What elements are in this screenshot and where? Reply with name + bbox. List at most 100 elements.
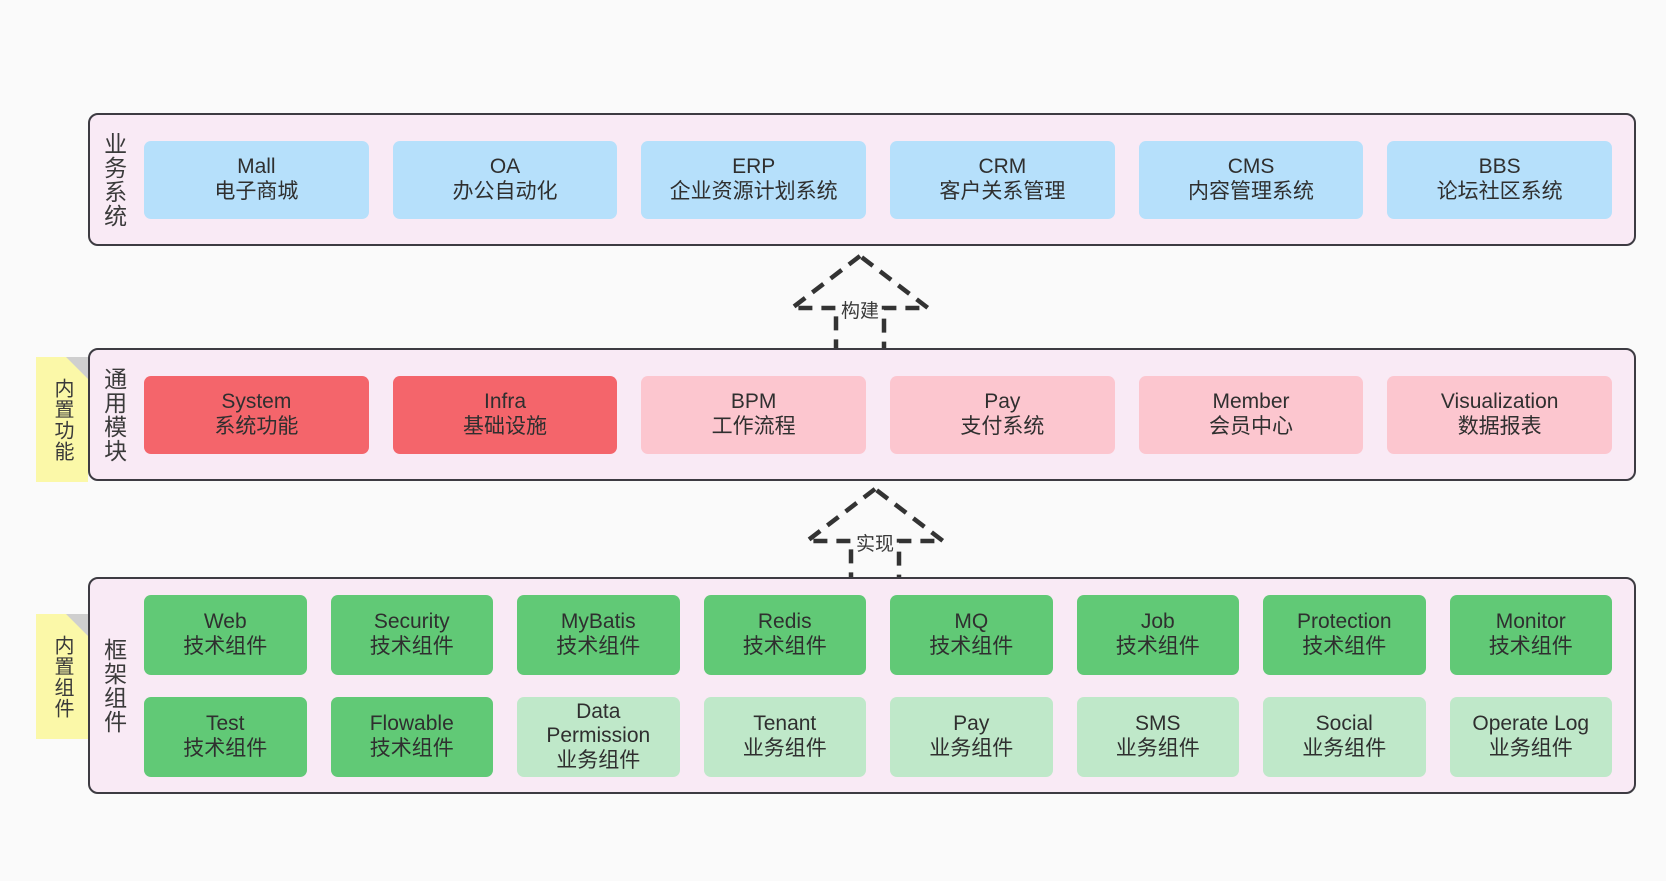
node-erp[interactable]: ERP 企业资源计划系统 [641,140,867,219]
node-security[interactable]: Security 技术组件 [330,594,493,675]
node-subtitle: 技术组件 [742,634,827,658]
node-title: MQ [954,610,989,634]
node-subtitle: 客户关系管理 [939,179,1066,203]
node-title: Protection [1296,610,1392,634]
node-subtitle: 数据报表 [1457,414,1542,438]
node-title: System [221,390,292,414]
node-title: CRM [978,155,1027,179]
node-subtitle: 技术组件 [1488,634,1573,658]
node-subtitle: 电子商城 [214,179,299,203]
node-flowable[interactable]: Flowable 技术组件 [330,696,493,777]
dashed-arrow-up-icon [785,253,935,360]
node-title: MyBatis [560,610,636,634]
connector-label-implement: 实现 [853,529,896,556]
node-title: Redis [757,610,812,634]
node-subtitle: 业务组件 [1302,736,1387,760]
layer-framework-components: 框架组件 Web 技术组件 Security 技术组件 MyBatis 技术组件… [88,577,1636,794]
node-infra[interactable]: Infra 基础设施 [392,375,618,454]
node-subtitle: 业务组件 [1115,736,1200,760]
node-subtitle: 办公自动化 [452,179,558,203]
node-subtitle: 业务组件 [929,736,1014,760]
node-title: CMS [1227,155,1275,179]
node-subtitle: 技术组件 [369,736,454,760]
node-sms[interactable]: SMS 业务组件 [1076,696,1239,777]
layer-general-modules: 通用模块 System 系统功能 Infra 基础设施 BPM 工作流程 Pay… [88,348,1636,481]
note-label: 内置组件 [51,634,73,719]
node-row: Test 技术组件 Flowable 技术组件 Data Permission … [144,696,1612,777]
dashed-arrow-up-icon [800,486,950,593]
node-pay-component[interactable]: Pay 业务组件 [890,696,1053,777]
node-data-permission[interactable]: Data Permission 业务组件 [517,696,680,777]
node-title: Mall [237,155,276,179]
node-subtitle: 技术组件 [929,634,1014,658]
node-web[interactable]: Web 技术组件 [144,594,307,675]
node-subtitle: 企业资源计划系统 [669,179,838,203]
node-test[interactable]: Test 技术组件 [144,696,307,777]
node-monitor[interactable]: Monitor 技术组件 [1449,594,1612,675]
node-title: Visualization [1440,390,1559,414]
connector-label-build: 构建 [838,296,881,323]
node-mq[interactable]: MQ 技术组件 [890,594,1053,675]
node-subtitle: 技术组件 [369,634,454,658]
node-subtitle: 内容管理系统 [1188,179,1315,203]
node-title: SMS [1134,712,1181,736]
node-title: Social [1315,712,1373,736]
node-subtitle: 基础设施 [463,414,547,438]
layer-body-general-modules: System 系统功能 Infra 基础设施 BPM 工作流程 Pay 支付系统… [136,350,1634,479]
node-subtitle: 论坛社区系统 [1436,179,1563,203]
node-subtitle: 技术组件 [1302,634,1387,658]
node-title: BBS [1478,155,1521,179]
node-social[interactable]: Social 业务组件 [1263,696,1426,777]
node-subtitle: 业务组件 [1488,736,1573,760]
node-mall[interactable]: Mall 电子商城 [144,140,369,219]
node-subtitle: 工作流程 [711,414,796,438]
node-title: BPM [730,390,777,414]
node-title: Job [1140,610,1175,634]
layer-body-business-system: Mall 电子商城 OA 办公自动化 ERP 企业资源计划系统 CRM 客户关系… [136,115,1634,244]
node-member[interactable]: Member 会员中心 [1138,375,1364,454]
node-row: Mall 电子商城 OA 办公自动化 ERP 企业资源计划系统 CRM 客户关系… [144,140,1613,219]
node-pay-module[interactable]: Pay 支付系统 [890,375,1115,454]
node-title: ERP [732,155,776,179]
connector-build: 构建 [760,250,960,360]
node-title: Tenant [753,712,817,736]
node-subtitle: 技术组件 [183,634,268,658]
node-subtitle: 会员中心 [1209,414,1294,438]
node-tenant[interactable]: Tenant 业务组件 [703,696,866,777]
node-operate-log[interactable]: Operate Log 业务组件 [1449,696,1612,777]
note-builtin-components: 内置组件 [36,614,88,739]
node-title: Test [205,712,245,736]
note-label: 内置功能 [51,377,73,462]
node-system[interactable]: System 系统功能 [144,375,369,454]
node-oa[interactable]: OA 办公自动化 [392,140,618,219]
node-title: Web [203,610,247,634]
node-subtitle: 技术组件 [183,736,268,760]
node-visualization[interactable]: Visualization 数据报表 [1387,375,1613,454]
node-title: Operate Log [1472,712,1590,736]
layer-title-framework-components: 框架组件 [100,637,127,734]
layer-title-business-system: 业务系统 [100,131,127,228]
node-redis[interactable]: Redis 技术组件 [703,594,866,675]
layer-title-general-modules: 通用模块 [100,366,127,463]
node-protection[interactable]: Protection 技术组件 [1263,594,1426,675]
node-crm[interactable]: CRM 客户关系管理 [890,140,1115,219]
node-bpm[interactable]: BPM 工作流程 [641,375,867,454]
node-job[interactable]: Job 技术组件 [1076,594,1239,675]
node-title: Pay [984,390,1021,414]
node-title: Flowable [369,712,454,736]
node-row: Web 技术组件 Security 技术组件 MyBatis 技术组件 Redi… [144,594,1612,675]
layer-body-framework-components: Web 技术组件 Security 技术组件 MyBatis 技术组件 Redi… [136,579,1634,792]
node-title: Pay [953,712,990,736]
node-subtitle: 技术组件 [1115,634,1200,658]
node-title: OA [489,155,521,179]
node-title: Infra [483,390,527,414]
node-mybatis[interactable]: MyBatis 技术组件 [517,594,680,675]
connector-implement: 实现 [775,483,975,593]
node-cms[interactable]: CMS 内容管理系统 [1138,140,1364,219]
node-subtitle: 系统功能 [214,414,299,438]
node-subtitle: 技术组件 [556,634,641,658]
node-row: System 系统功能 Infra 基础设施 BPM 工作流程 Pay 支付系统… [144,375,1613,454]
node-bbs[interactable]: BBS 论坛社区系统 [1387,140,1613,219]
note-builtin-functions: 内置功能 [36,357,88,482]
